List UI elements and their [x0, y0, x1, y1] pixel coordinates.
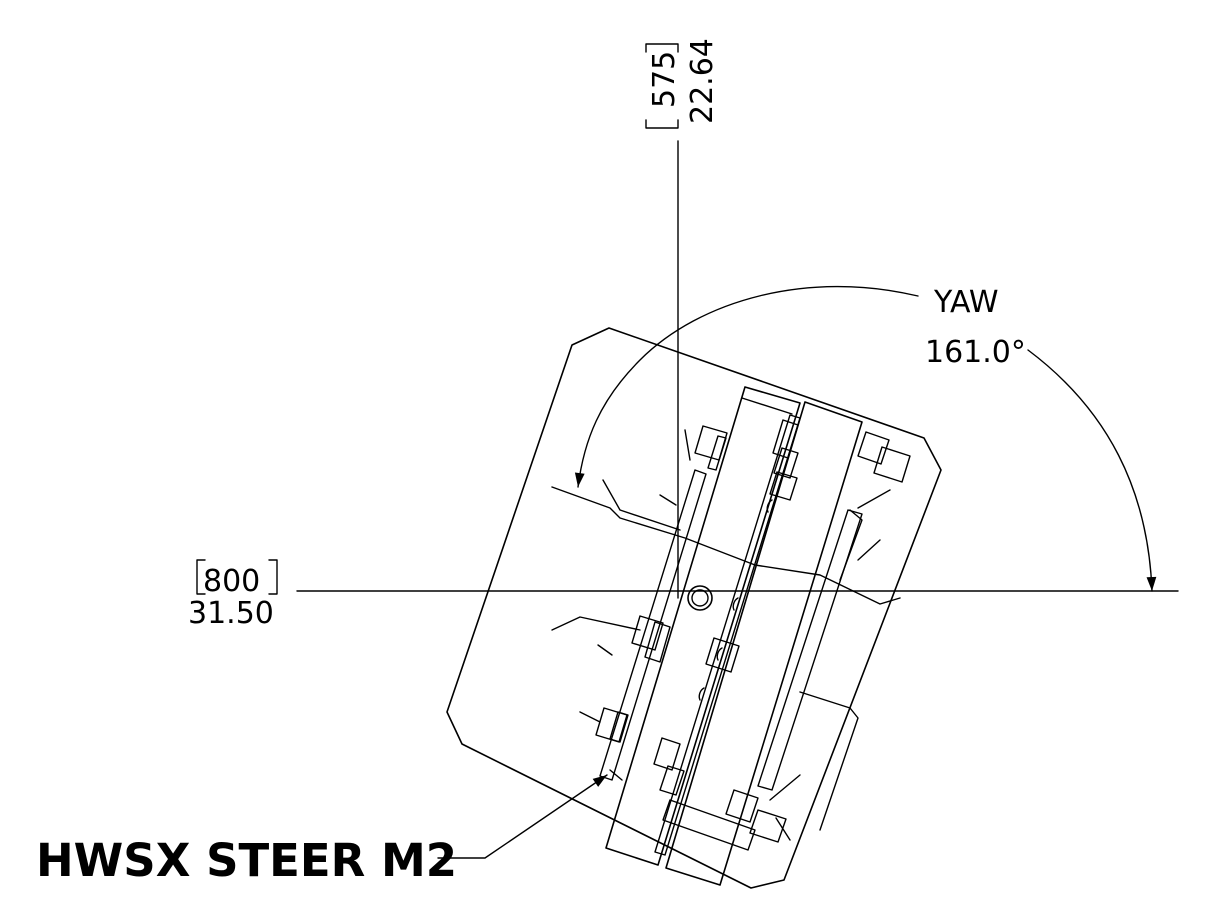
callout-leader	[437, 774, 608, 859]
vertical-dim-secondary: 22.64	[685, 38, 720, 124]
rail-inner-left	[599, 469, 707, 781]
mount-block	[707, 435, 727, 471]
yaw-label: YAW	[933, 285, 999, 320]
horizontal-dim-secondary: 31.50	[188, 596, 274, 631]
vertical-dimension: 575 22.64	[645, 38, 720, 129]
horizontal-dim-primary: 800	[203, 564, 260, 599]
mount-block	[631, 615, 664, 651]
mount-block	[662, 799, 756, 851]
mount-block	[705, 637, 740, 673]
mount-block	[644, 621, 671, 663]
base-plate-outline	[446, 327, 942, 889]
mount-block	[769, 471, 798, 501]
mount-block	[725, 789, 759, 823]
mount-block	[749, 809, 787, 843]
yaw-arc-left	[574, 285, 919, 488]
weld-symbols	[551, 429, 891, 841]
rail-inner-mid	[654, 414, 801, 856]
pivot-hole-inner	[691, 589, 709, 607]
horizontal-dimension: 800 31.50	[188, 559, 278, 631]
rail-right	[665, 401, 863, 886]
mount-block	[653, 737, 681, 771]
plate-inner-edge	[799, 691, 859, 831]
part-callout-label: HWSX STEER M2	[36, 834, 457, 887]
bolt-notch	[716, 647, 723, 661]
mount-block	[873, 446, 911, 483]
mount-block	[857, 431, 890, 465]
vertical-dim-primary: 575	[647, 51, 682, 108]
rail-left-inner	[741, 397, 793, 415]
bolt-notch	[732, 597, 739, 611]
rail-left	[605, 386, 801, 866]
rail-inner-right	[757, 509, 863, 791]
plate-inner-edge	[551, 486, 901, 605]
bolt-notch	[698, 687, 705, 701]
mount-block	[659, 765, 685, 796]
yaw-value: 161.0°	[925, 335, 1026, 370]
mount-block	[609, 711, 629, 743]
pivot-hole-outer	[687, 585, 713, 611]
bolt-notch	[766, 499, 773, 513]
mount-block	[773, 447, 799, 479]
mount-block	[772, 419, 799, 459]
mount-block	[694, 425, 728, 461]
yaw-arc-right	[1027, 349, 1157, 592]
